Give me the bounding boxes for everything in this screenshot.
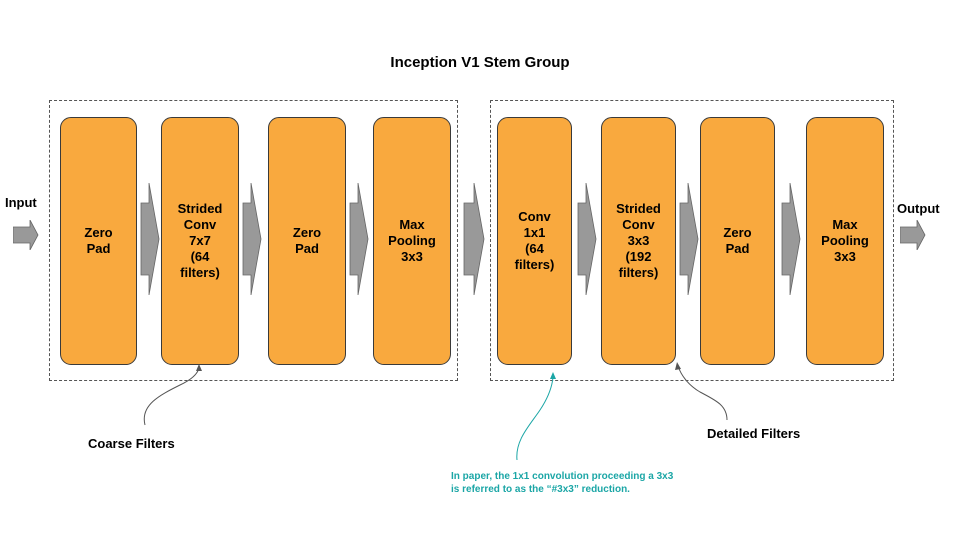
flow-arrow — [679, 183, 699, 295]
zero-pad-block-2: Zero Pad — [268, 117, 346, 365]
max-pooling-block-1: Max Pooling 3x3 — [373, 117, 451, 365]
output-label: Output — [897, 201, 940, 216]
detailed-filters-callout-line — [677, 365, 728, 421]
input-label: Input — [5, 195, 37, 210]
detailed-filters-label: Detailed Filters — [707, 426, 801, 441]
diagram-title: Inception V1 Stem Group — [390, 54, 570, 71]
group-connector-arrow — [463, 183, 485, 295]
strided-conv-7x7-block: Strided Conv 7x7 (64 filters) — [161, 117, 239, 365]
flow-arrow — [140, 183, 160, 295]
conv-1x1-block: Conv 1x1 (64 filters) — [497, 117, 572, 365]
coarse-filters-group — [49, 100, 458, 381]
flow-arrow — [349, 183, 369, 295]
output-arrow — [900, 220, 926, 250]
reduction-note: In paper, the 1x1 convolution proceeding… — [451, 471, 674, 495]
coarse-filters-label: Coarse Filters — [88, 436, 175, 451]
coarse-filters-callout-arrowhead — [196, 364, 202, 371]
zero-pad-block-3: Zero Pad — [700, 117, 775, 365]
detailed-filters-group — [490, 100, 894, 381]
coarse-filters-callout-line — [143, 367, 200, 426]
note-callout-arrowhead — [550, 372, 556, 379]
flow-arrow — [781, 183, 801, 295]
strided-conv-3x3-block: Strided Conv 3x3 (192 filters) — [601, 117, 676, 365]
max-pooling-block-2: Max Pooling 3x3 — [806, 117, 884, 365]
zero-pad-block-1: Zero Pad — [60, 117, 137, 365]
flow-arrow — [577, 183, 597, 295]
note-callout-line — [516, 376, 554, 461]
input-arrow — [13, 220, 39, 250]
detailed-filters-callout-arrowhead — [675, 362, 681, 370]
flow-arrow — [242, 183, 262, 295]
